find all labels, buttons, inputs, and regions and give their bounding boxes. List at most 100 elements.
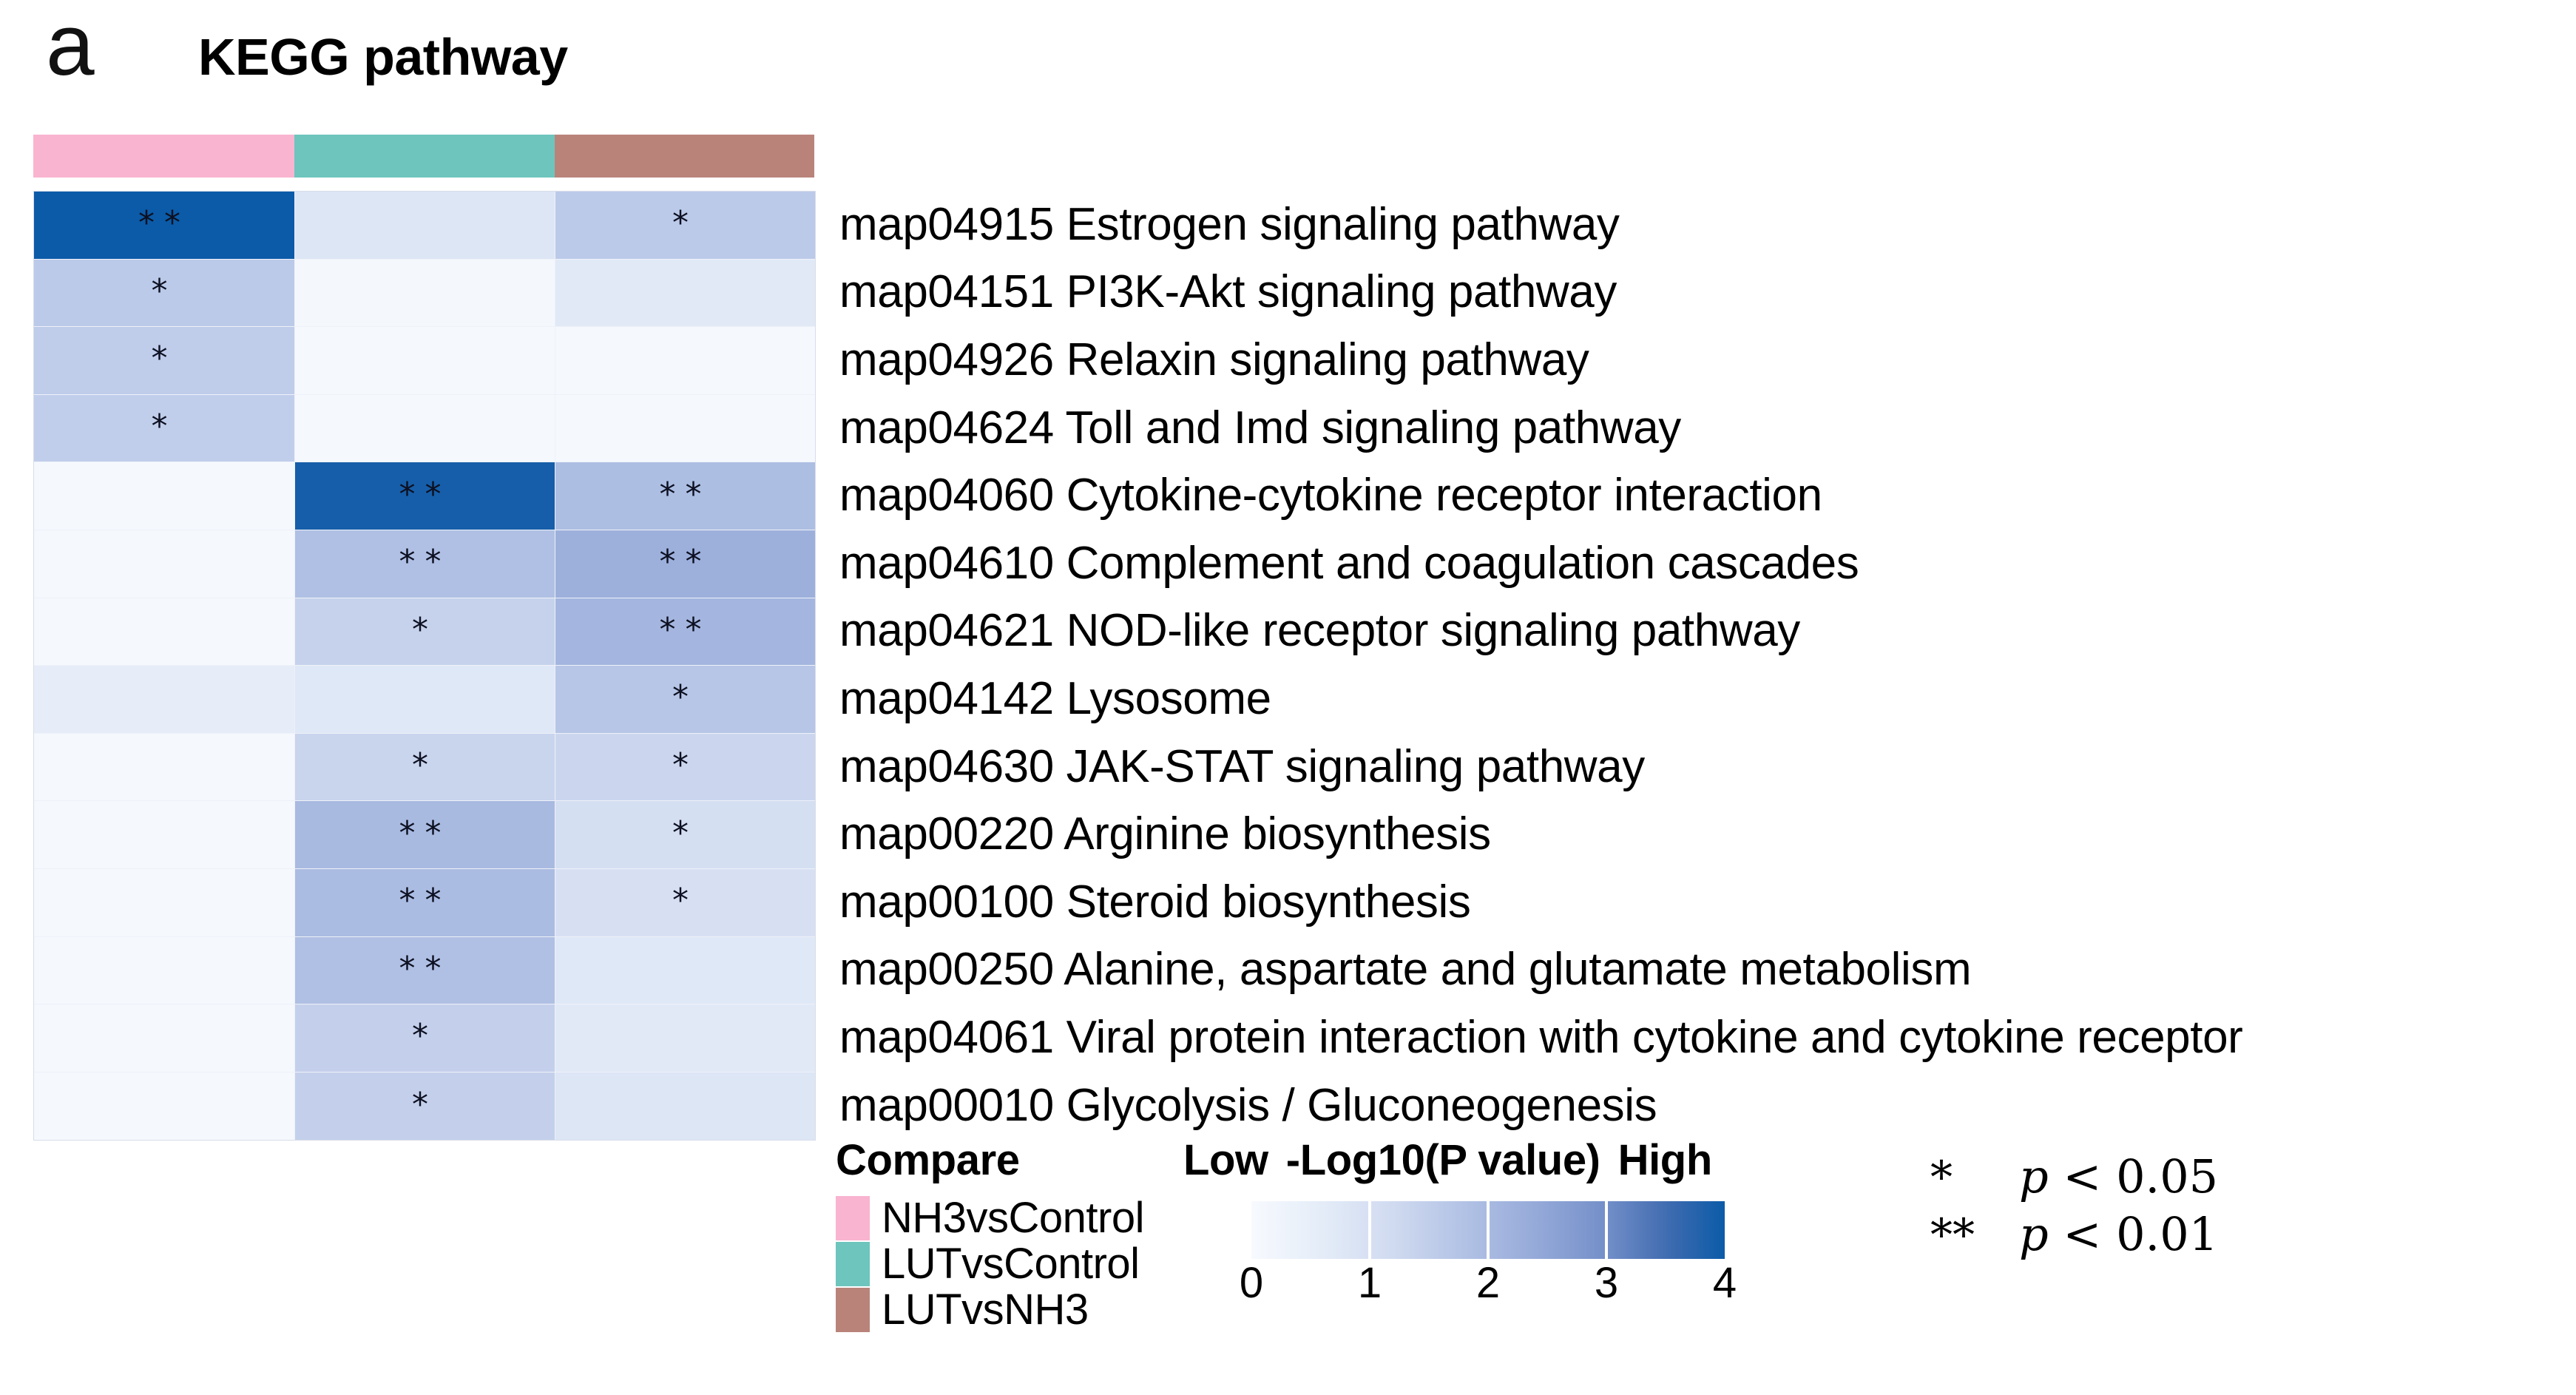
heatmap-cell[interactable] [295,394,555,463]
pvalue-threshold-text: p < 0.05 [2019,1149,2219,1203]
heatmap-row: *** [34,598,815,666]
pathway-row: map00100 Steroid biosynthesis [839,868,2570,936]
pathway-label: map04061 Viral protein interaction with … [839,1011,2243,1063]
heatmap-cell[interactable] [295,666,555,734]
heatmap-cell[interactable] [34,733,295,802]
heatmap-block: ****************************** [33,135,816,1141]
heatmap-cell[interactable]: ** [555,462,815,530]
pvalue-legend-row: **p < 0.01 [1930,1212,2404,1269]
heatmap-cell[interactable] [34,936,295,1005]
heatmap-cell[interactable]: * [295,733,555,802]
heatmap-row: ** ** [34,462,815,530]
significance-star-icon: ** [399,475,451,513]
pvalue-star-icon: * [1930,1152,1953,1203]
heatmap-cell[interactable] [555,327,815,395]
compare-legend-label: LUTvsNH3 [882,1286,1089,1334]
heatmap-cell[interactable]: * [34,327,295,395]
group-color-swatch-lutvsnh3 [555,135,814,178]
pathway-label: map00220 Arginine biosynthesis [839,808,1491,860]
significance-star-icon: * [412,746,438,785]
heatmap-cell[interactable] [34,1004,295,1073]
colorbar-tick-label: 0 [1239,1259,1264,1307]
heatmap-cell[interactable]: ** [555,598,815,666]
compare-legend-item[interactable]: NH3vsControl [836,1195,1183,1241]
pathway-row: map00010 Glycolysis / Gluconeogenesis [839,1072,2570,1140]
heatmap-row: * [34,394,815,463]
heatmap-cell[interactable] [555,1004,815,1073]
pathway-row: map04061 Viral protein interaction with … [839,1004,2570,1072]
significance-star-icon: * [151,271,178,310]
compare-legend-item[interactable]: LUTvsNH3 [836,1287,1183,1333]
heatmap-cell[interactable] [555,1072,815,1141]
pvalue-star-icon: ** [1930,1209,1975,1261]
pathway-label: map00100 Steroid biosynthesis [839,876,1471,928]
heatmap-cell[interactable]: ** [295,462,555,530]
heatmap-cell[interactable] [555,936,815,1005]
heatmap-row: ** [34,733,815,802]
significance-star-icon: ** [659,475,711,513]
colorbar-tick-mark [1605,1201,1608,1259]
heatmap-cell[interactable] [34,462,295,530]
significance-star-icon: ** [659,543,711,581]
pathway-label: map04610 Complement and coagulation casc… [839,537,1859,589]
pathway-row: map04142 Lysosome [839,665,2570,733]
significance-star-icon: * [412,1017,438,1055]
group-color-header [33,135,814,178]
heatmap-cell[interactable] [34,801,295,869]
heatmap-cell[interactable] [34,1072,295,1141]
significance-star-icon: ** [659,610,711,649]
heatmap-cell[interactable] [555,394,815,463]
compare-legend-label: NH3vsControl [882,1194,1145,1242]
pathway-row: map04624 Toll and Imd signaling pathway [839,394,2570,462]
pathway-label: map04060 Cytokine-cytokine receptor inte… [839,470,1822,521]
heatmap-cell[interactable] [295,192,555,260]
significance-star-icon: ** [399,543,451,581]
heatmap-row: ** ** [34,530,815,598]
group-color-swatch-nh3vscontrol [33,135,294,178]
heatmap-cell[interactable] [34,868,295,937]
heatmap-cell[interactable]: ** [555,530,815,598]
heatmap-cell[interactable]: * [555,666,815,734]
pathway-row: map04060 Cytokine-cytokine receptor inte… [839,462,2570,530]
compare-legend-item[interactable]: LUTvsControl [836,1241,1183,1287]
heatmap-cell[interactable]: * [555,192,815,260]
significance-star-icon: ** [399,882,451,920]
heatmap-cell[interactable]: * [34,394,295,463]
heatmap-row: *** [34,868,815,937]
pathway-label: map00010 Glycolysis / Gluconeogenesis [839,1079,1657,1131]
significance-star-icon: * [672,814,698,852]
heatmap-cell[interactable]: * [295,1004,555,1073]
heatmap-row: * [34,259,815,328]
heatmap-cell[interactable]: ** [295,868,555,937]
heatmap-cell[interactable]: * [295,1072,555,1141]
group-color-swatch-lutvscontrol [294,135,555,178]
panel-letter: a [46,0,95,94]
colorbar-low-label: Low [1183,1136,1268,1184]
pathway-label: map04624 Toll and Imd signaling pathway [839,402,1681,453]
heatmap-cell[interactable]: ** [34,192,295,260]
compare-legend-swatch [836,1196,870,1240]
pathway-row: map04151 PI3K-Akt signaling pathway [839,259,2570,327]
heatmap-cell[interactable]: * [295,598,555,666]
heatmap-cell[interactable]: * [555,801,815,869]
heatmap-cell[interactable] [34,598,295,666]
heatmap-cell[interactable] [295,327,555,395]
heatmap-cell[interactable]: ** [295,936,555,1005]
heatmap-cell[interactable]: * [555,868,815,937]
colorbar-high-label: High [1617,1136,1713,1184]
heatmap-cell[interactable] [295,259,555,328]
significance-star-icon: * [151,340,178,378]
heatmap-cell[interactable] [555,259,815,328]
colorbar-tick-mark [1487,1201,1490,1259]
pathway-row: map04610 Complement and coagulation casc… [839,530,2570,598]
heatmap-cell[interactable]: * [34,259,295,328]
significance-star-icon: * [412,1085,438,1124]
heatmap-cell[interactable]: * [555,733,815,802]
heatmap-cell[interactable] [34,666,295,734]
heatmap-cell[interactable] [34,530,295,598]
heatmap-cell[interactable]: ** [295,801,555,869]
heatmap-cell[interactable]: ** [295,530,555,598]
pathway-row: map00250 Alanine, aspartate and glutamat… [839,936,2570,1004]
